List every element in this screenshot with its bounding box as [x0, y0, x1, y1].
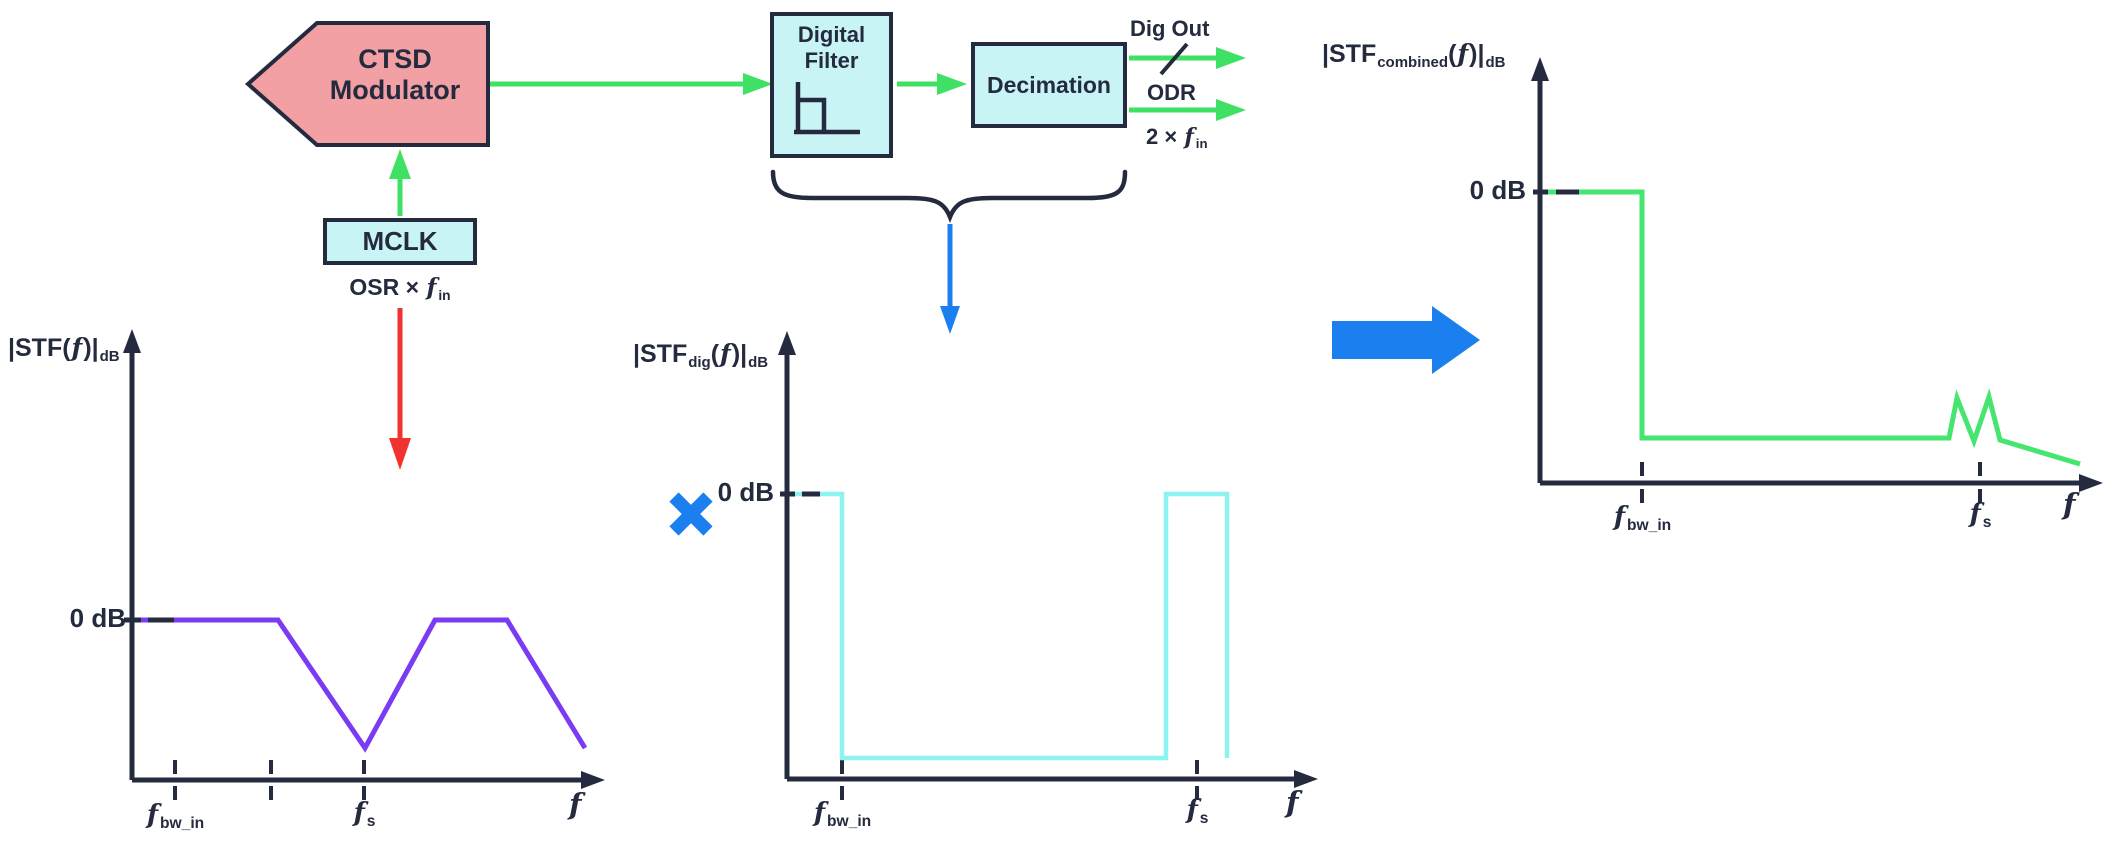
ctsd-line2: Modulator [329, 75, 461, 106]
stf-dig-plot-axes [778, 331, 1318, 800]
decimation-block: Decimation [971, 42, 1127, 128]
stf-combined-zero-db-label: 0 dB [1469, 175, 1526, 205]
decimation-label: Decimation [987, 71, 1111, 98]
stf-combined-plot-axes [1531, 57, 2103, 503]
stf-plot-axes [123, 329, 605, 800]
digital-filter-label: Digital Filter [798, 22, 865, 74]
stf-xlabel-f: f [569, 787, 582, 821]
stf-dig-zero-db-label: 0 dB [717, 477, 774, 507]
brickwall-filter-icon [794, 82, 860, 135]
odr-label: ODR [1147, 80, 1196, 105]
stf-dig-curve [789, 491, 1230, 761]
stf-combined-ylabel: |STFcombined(f)|dB [1322, 39, 1506, 72]
stf-combined-curve [1542, 189, 2081, 467]
stf-combined-xlabel-f: f [2063, 487, 2076, 521]
digital-filter-block: Digital Filter [770, 12, 893, 158]
stf-zero-db-label: 0 dB [69, 603, 126, 633]
ctsd-modulator-label: CTSD Modulator [300, 44, 490, 106]
curly-brace [770, 169, 1128, 224]
dig-out-label: Dig Out [1130, 16, 1210, 41]
multiply-cross [669, 492, 713, 536]
ctsd-modulator-block [244, 21, 490, 147]
stf-dig-xlabel-f: f [1286, 785, 1299, 819]
digital-filter-line2: Filter [804, 48, 859, 73]
bus-slash [1159, 42, 1189, 76]
digital-filter-line1: Digital [797, 22, 866, 47]
mclk-block: MCLK [323, 218, 477, 265]
ctsd-line1: CTSD [358, 44, 432, 74]
stf-ylabel: |STF(f)|dB [8, 333, 120, 366]
stf-dig-ylabel: |STFdig(f)|dB [633, 339, 769, 372]
mclk-label: MCLK [362, 226, 438, 256]
stf-curve [134, 617, 588, 753]
big-blue-arrow-right [1332, 306, 1480, 374]
